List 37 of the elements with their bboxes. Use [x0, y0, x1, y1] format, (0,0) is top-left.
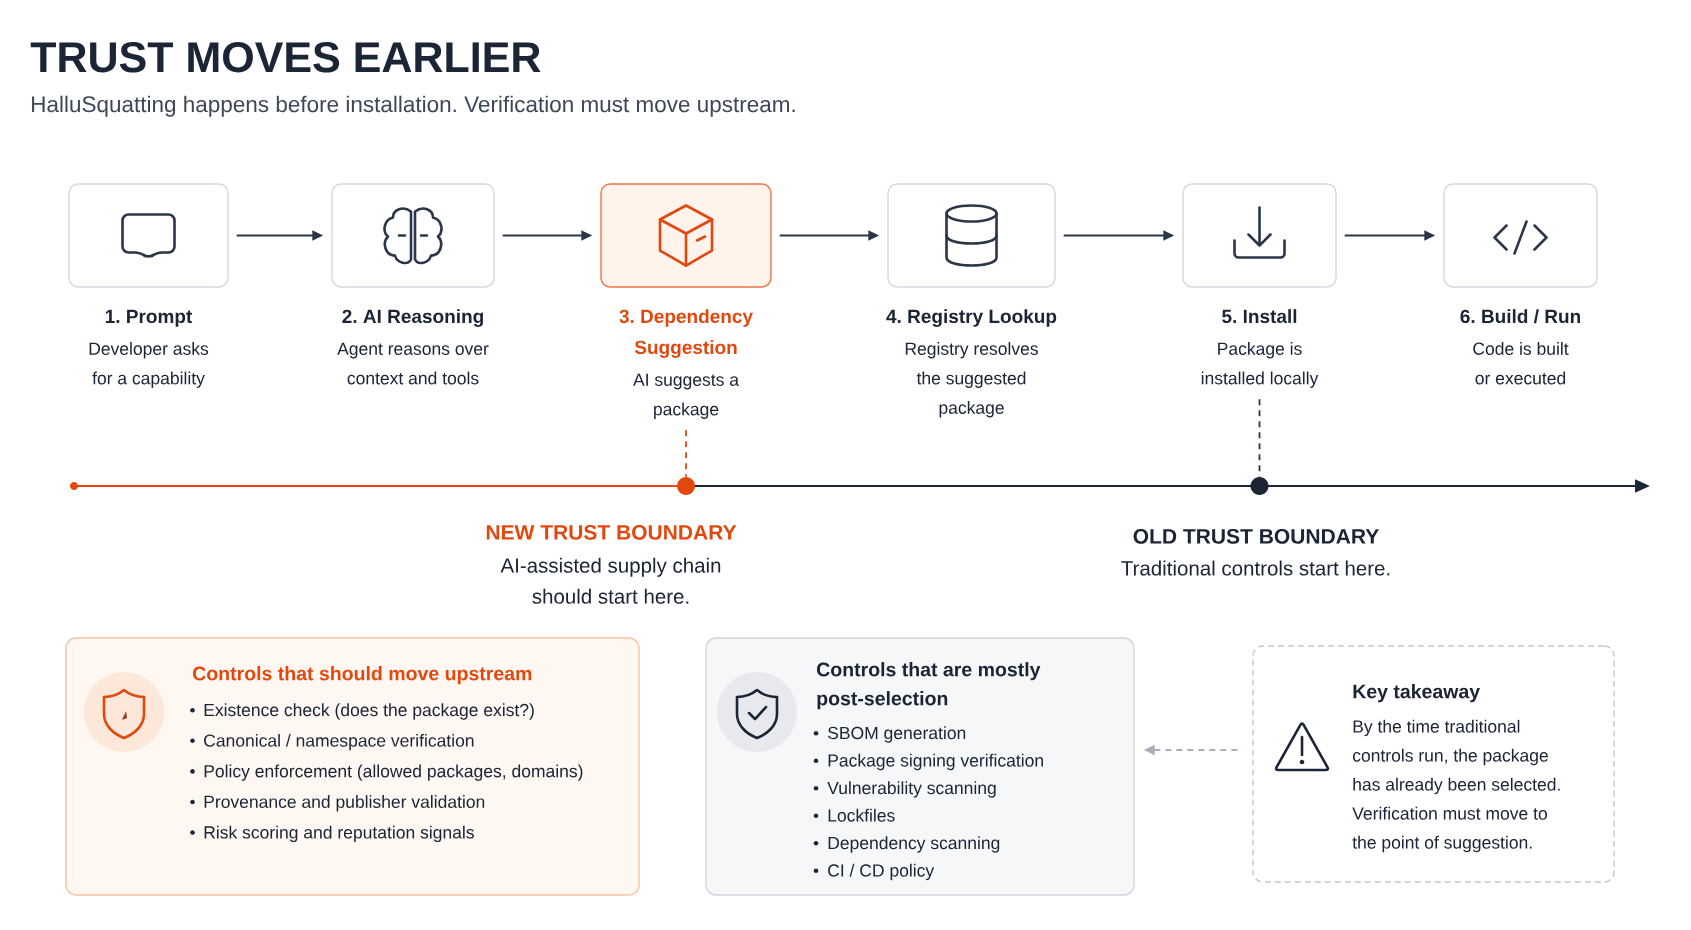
- boundary-heading: NEW TRUST BOUNDARY: [486, 524, 737, 540]
- title: TRUST MOVES EARLIER: [30, 41, 541, 73]
- list-item: Vulnerability scanning: [827, 781, 996, 798]
- boundary-dot: [677, 477, 695, 495]
- step-title: 1. Prompt: [105, 309, 193, 327]
- panel-heading: Key takeaway: [1353, 684, 1480, 703]
- step-title: 4. Registry Lookup: [886, 309, 1057, 327]
- step-description: Package is installed locally: [1201, 342, 1319, 388]
- boundary-note: AI-assisted supply chain should start here.: [500, 557, 721, 604]
- list-item: Policy enforcement (allowed packages, domains): [204, 764, 583, 781]
- step-title: 5. Install: [1222, 309, 1297, 324]
- step-description: AI suggests a package: [633, 373, 739, 419]
- step-title: 3. Dependency Suggestion: [619, 309, 753, 358]
- dashed-line: [1258, 398, 1261, 478]
- list-item: Provenance and publisher validation: [204, 795, 485, 812]
- boundary-dot: [1250, 477, 1269, 495]
- list-item: Existence check (does the package exist?): [204, 703, 534, 720]
- step-description: Agent reasons over context and tools: [337, 342, 489, 385]
- subtitle: HalluSquatting happens before installation. Verification must move upstream.: [32, 95, 795, 117]
- step-title: 2. AI Reasoning: [342, 309, 483, 327]
- list-item: Dependency scanning: [828, 836, 1000, 853]
- list-item: Canonical / namespace verification: [204, 733, 474, 751]
- step-description: Registry resolves the suggested package: [905, 342, 1038, 418]
- panel-text: By the time traditional controls run, the package has already been selected. Verification must move to the point of suggestion.: [1352, 719, 1560, 853]
- boundary-note: Traditional controls start here.: [1121, 560, 1390, 576]
- list-item: SBOM generation: [828, 726, 966, 743]
- list-item: Package signing verification: [828, 753, 1043, 771]
- step-title: 6. Build / Run: [1460, 309, 1581, 324]
- list-item: CI / CD policy: [828, 863, 935, 881]
- panel-heading: Controls that are mostly post-selection: [817, 662, 1041, 710]
- step-description: Developer asks for a capability: [89, 342, 209, 388]
- list-item: Risk scoring and reputation signals: [204, 825, 474, 843]
- dashed-line: [685, 429, 687, 478]
- step-description: Code is built or executed: [1473, 342, 1569, 385]
- boundary-heading: OLD TRUST BOUNDARY: [1133, 528, 1379, 544]
- list-item: Lockfiles: [828, 808, 895, 822]
- panel-heading: Controls that should move upstream: [193, 666, 532, 685]
